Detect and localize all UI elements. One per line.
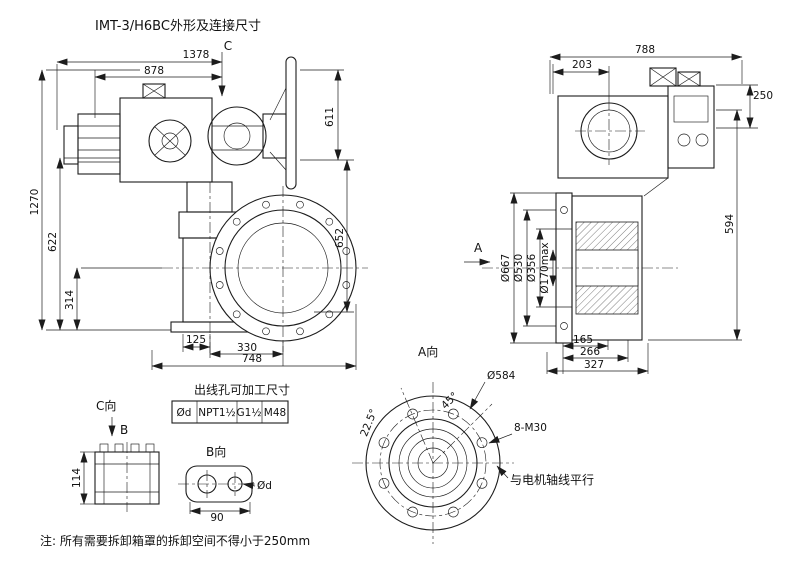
view-b-label: B向 [206, 444, 226, 459]
dim-203-label: 203 [572, 59, 592, 71]
dim-584-label: Ø584 [487, 370, 516, 382]
dim-878: 878 [94, 65, 223, 118]
view-a: A向 45° 22.5° Ø584 8-M30 与电机轴线平行 [352, 344, 594, 544]
dim-170-label: Ø170max [539, 242, 551, 293]
section-line-c: C [218, 39, 232, 97]
dim-652: 652 [314, 159, 354, 313]
dim-327-label: 327 [584, 359, 604, 371]
dim-748: 748 [151, 304, 357, 370]
hole-diameter-label: Ød [257, 480, 272, 492]
gearcase-section [482, 192, 678, 344]
view-a-label: A向 [418, 344, 438, 359]
dim-1270-label: 1270 [29, 189, 41, 216]
dim-594-label: 594 [724, 214, 736, 234]
outlet-cell-3: M48 [264, 407, 286, 419]
outlet-table: 出线孔可加工尺寸 Ød NPT1½ G1½ M48 [171, 383, 290, 424]
dim-330: 330 [209, 342, 284, 366]
dim-667: Ø667 [500, 192, 556, 344]
section-a-label: A [474, 241, 483, 255]
dim-788: 788 [549, 44, 743, 94]
bolt-spec-label: 8-M30 [514, 422, 547, 434]
label-od: Ød [242, 480, 272, 492]
parallel-note: 与电机轴线平行 [496, 465, 594, 487]
outlet-cell-1: NPT1½ [198, 407, 235, 419]
dim-530-label: Ø530 [513, 254, 525, 282]
outlet-cell-2: G1½ [237, 407, 262, 419]
dim-170: Ø170max [539, 242, 557, 294]
dim-611-label: 611 [324, 107, 336, 127]
view-b-direction-label: B [120, 423, 128, 437]
angle-45-label: 45° [439, 390, 461, 412]
dim-584: Ø584 [469, 370, 516, 410]
dim-203: 203 [552, 59, 610, 99]
dim-250-label: 250 [753, 90, 773, 102]
dim-748-label: 748 [242, 353, 262, 365]
dim-356: Ø356 [526, 228, 572, 308]
angle-22-5-label: 22.5° [358, 407, 380, 438]
bolt-spec: 8-M30 [488, 422, 547, 444]
dim-165-label: 165 [573, 334, 593, 346]
drawing-title: IMT-3/H6BC外形及连接尺寸 [95, 18, 261, 34]
dim-114: 114 [71, 451, 95, 505]
dim-622: 622 [47, 157, 120, 331]
dim-1378-label: 1378 [183, 49, 210, 61]
dim-314-label: 314 [64, 290, 76, 310]
handwheel [212, 56, 297, 190]
dim-530: Ø530 [513, 209, 556, 327]
dim-125-label: 125 [186, 334, 206, 346]
parallel-note-label: 与电机轴线平行 [510, 472, 594, 487]
dim-878-label: 878 [144, 65, 164, 77]
dim-330-label: 330 [237, 342, 257, 354]
dim-1270: 1270 [29, 69, 171, 331]
view-c: C向 B 114 [71, 398, 160, 512]
dim-356-label: Ø356 [526, 254, 538, 283]
dim-594: 594 [648, 109, 742, 341]
section-label-a: A [464, 241, 491, 266]
view-c-label: C向 [96, 398, 116, 413]
dim-788-label: 788 [635, 44, 655, 56]
dim-667-label: Ø667 [500, 254, 512, 282]
dim-125: 125 [182, 334, 211, 358]
view-b: B向 Ød 90 [178, 444, 272, 524]
dim-90: 90 [189, 502, 251, 524]
dim-327: 327 [546, 343, 649, 375]
dim-114-label: 114 [71, 468, 83, 488]
dim-250: 250 [716, 84, 773, 129]
section-c-label: C [224, 39, 232, 53]
footnote: 注: 所有需要拆卸箱罩的拆卸空间不得小于250mm [40, 533, 310, 548]
dim-266-label: 266 [580, 346, 600, 358]
dim-652-label: 652 [334, 228, 346, 248]
dim-611: 611 [300, 69, 354, 161]
side-view [482, 67, 715, 344]
outlet-cell-0: Ød [177, 407, 192, 419]
dim-622-label: 622 [47, 232, 59, 252]
dim-314: 314 [64, 267, 162, 331]
dim-266: 266 [562, 340, 629, 362]
outlet-table-title: 出线孔可加工尺寸 [194, 383, 290, 397]
front-view [63, 56, 368, 356]
dim-90-label: 90 [210, 512, 223, 524]
dim-1378: 1378 [56, 49, 223, 130]
